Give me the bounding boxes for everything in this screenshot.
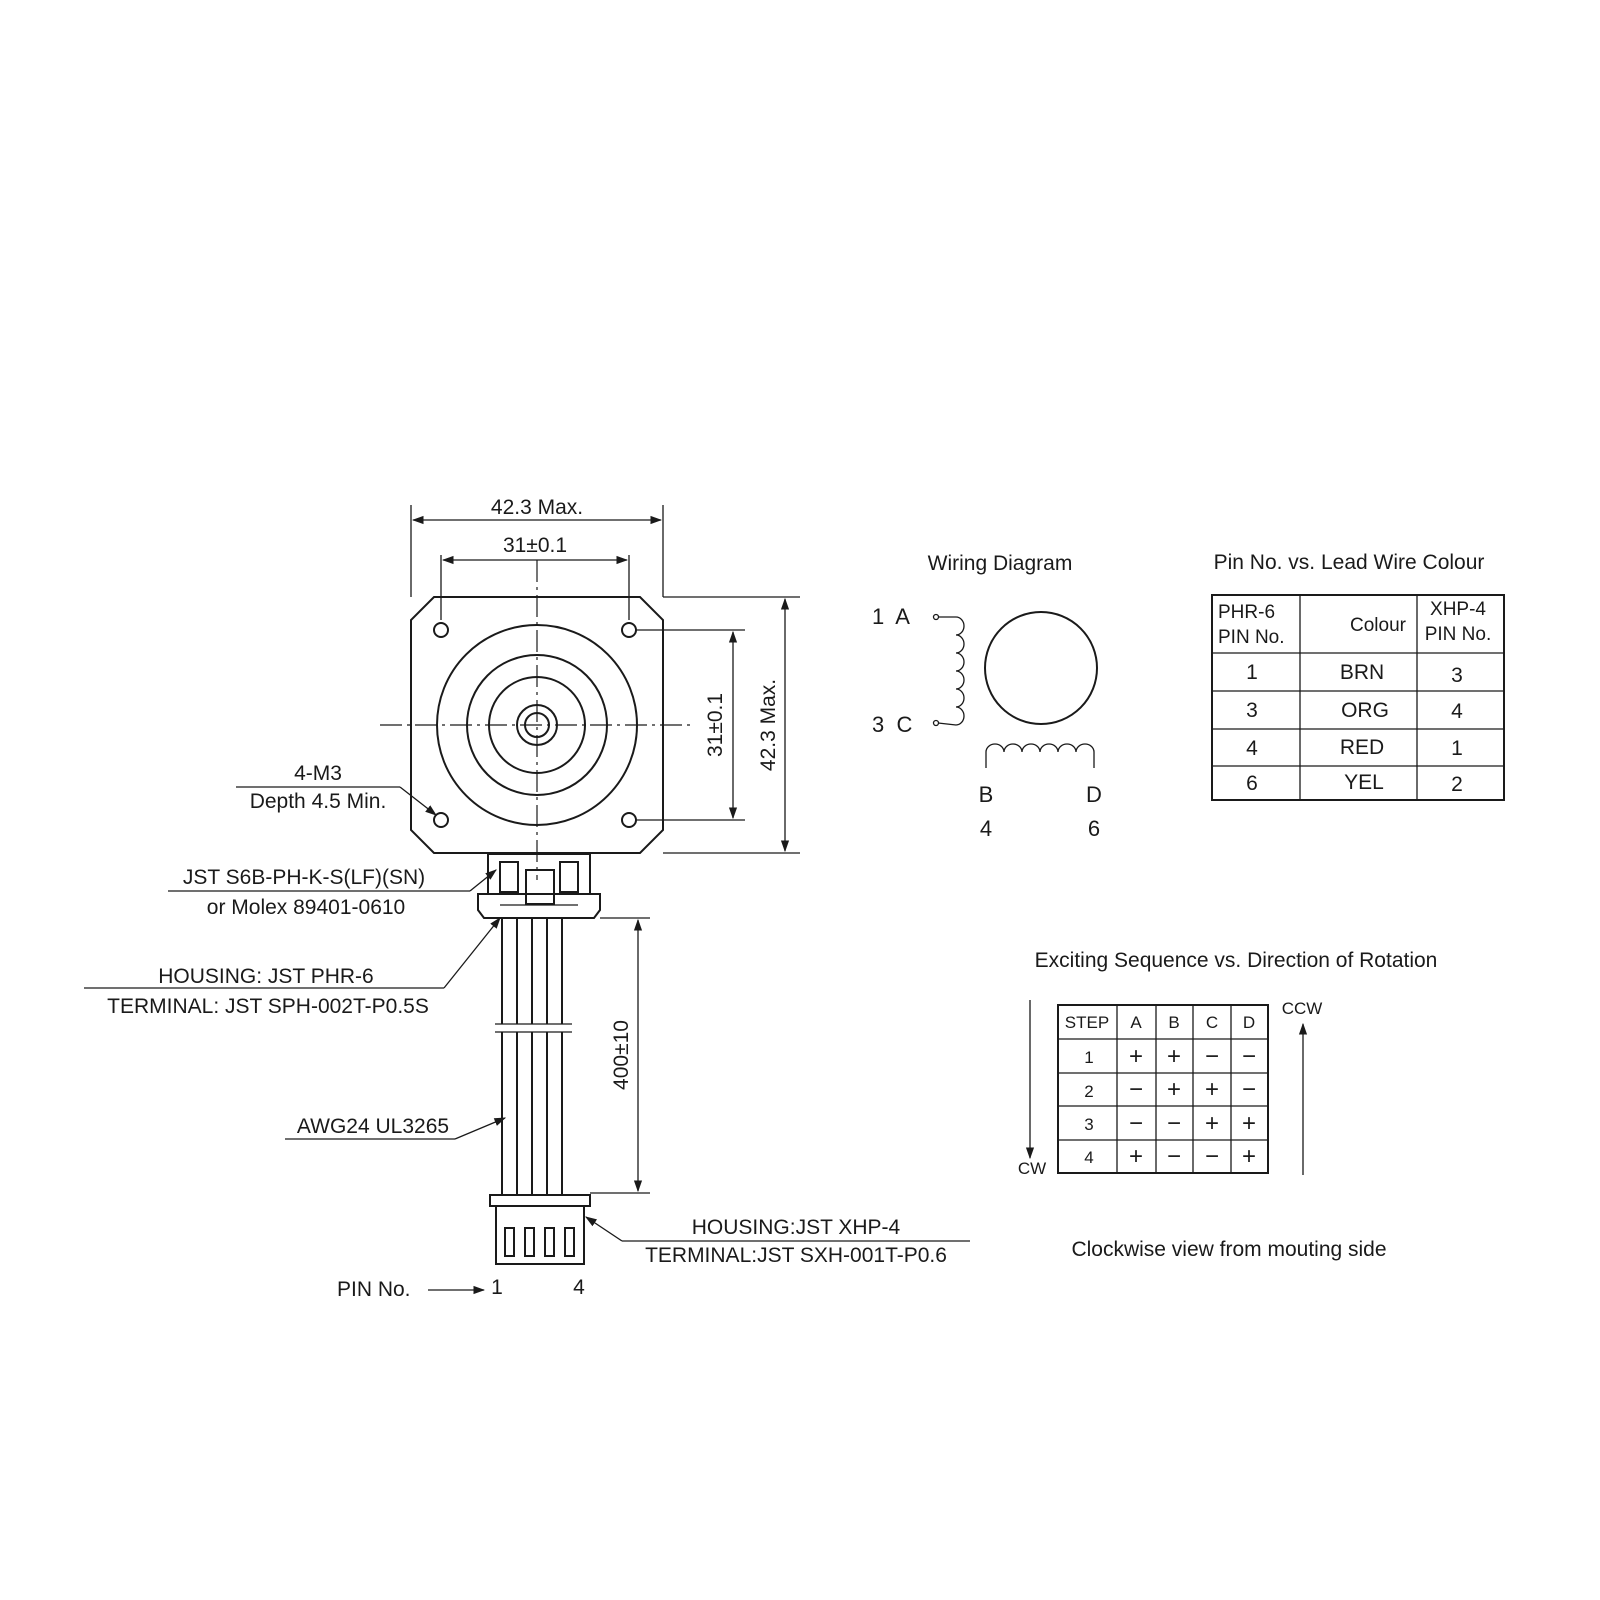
sequence-header-d: D: [1243, 1013, 1255, 1032]
pin-table-header-phr6-line2: PIN No.: [1218, 627, 1285, 648]
dimension-lead-length-label: 400±10: [610, 1020, 633, 1090]
pin-last-number: 4: [573, 1276, 585, 1299]
dimension-height-max: 42.3 Max.: [663, 596, 800, 854]
cw-label: CW: [1018, 1159, 1046, 1178]
dimension-width-max-label: 42.3 Max.: [491, 496, 583, 519]
dimension-width-max: 42.3 Max.: [410, 496, 664, 597]
dimension-hole-spacing-horizontal: 31±0.1: [440, 534, 630, 620]
pin-numbering-label: PIN No.: [337, 1278, 411, 1301]
pin-colour-table-title: Pin No. vs. Lead Wire Colour: [1214, 551, 1485, 574]
sequence-step-number: 3: [1084, 1115, 1093, 1134]
sequence-polarity: +: [1129, 1043, 1143, 1070]
sequence-polarity: +: [1242, 1110, 1256, 1137]
dimension-hole-spacing-vertical-label: 31±0.1: [704, 693, 727, 757]
sequence-polarity: −: [1242, 1043, 1256, 1070]
pin-table-header-xhp4-line2: PIN No.: [1425, 624, 1492, 645]
callout-mount-holes-line2: Depth 4.5 Min.: [250, 790, 387, 813]
sequence-step-number: 1: [1084, 1048, 1093, 1067]
pin-colour-table: Pin No. vs. Lead Wire Colour PHR-6 PIN N…: [1211, 551, 1505, 801]
wiring-coil-ac: [937, 616, 965, 726]
pin-table-cell: 3: [1451, 664, 1463, 687]
mount-hole-top-left: [433, 622, 449, 638]
sequence-footnote: Clockwise view from mouting side: [1071, 1238, 1386, 1261]
wiring-terminal-4: 4: [980, 816, 992, 841]
sequence-polarity: −: [1242, 1076, 1256, 1103]
wiring-rotor: [984, 611, 1098, 725]
wiring-terminal-b: B: [979, 782, 994, 807]
callout-housing-xhp4-line1: HOUSING:JST XHP-4: [692, 1216, 901, 1239]
pin-table-cell: 2: [1451, 773, 1463, 796]
exciting-sequence-title: Exciting Sequence vs. Direction of Rotat…: [1035, 949, 1438, 972]
mount-hole-bottom-right: [621, 812, 637, 828]
sequence-polarity: +: [1129, 1143, 1143, 1170]
callout-motor-connector-line2: or Molex 89401-0610: [207, 896, 405, 919]
sequence-polarity: +: [1167, 1076, 1181, 1103]
callout-motor-connector: JST S6B-PH-K-S(LF)(SN) or Molex 89401-06…: [168, 866, 497, 919]
pin-table-cell: BRN: [1340, 661, 1384, 684]
sequence-polarity: +: [1167, 1043, 1181, 1070]
sequence-polarity: −: [1167, 1110, 1181, 1137]
pin-table-header-xhp4-line1: XHP-4: [1430, 599, 1486, 620]
callout-housing-xhp4-line2: TERMINAL:JST SXH-001T-P0.6: [645, 1244, 947, 1267]
callout-mount-holes-line1: 4-M3: [294, 762, 342, 785]
wiring-terminal-d: D: [1086, 782, 1102, 807]
mount-hole-bottom-left: [433, 812, 449, 828]
pin-table-cell: 4: [1451, 700, 1463, 723]
motor-flange-outline: [410, 596, 664, 854]
pin-table-cell: 4: [1246, 737, 1258, 760]
callout-wire-spec-label: AWG24 UL3265: [297, 1115, 449, 1138]
sequence-header-c: C: [1206, 1013, 1218, 1032]
sequence-polarity: −: [1129, 1110, 1143, 1137]
sequence-header-b: B: [1168, 1013, 1179, 1032]
sequence-polarity: +: [1205, 1110, 1219, 1137]
dimension-hole-spacing-horizontal-label: 31±0.1: [503, 534, 567, 557]
motor-front-view: [380, 560, 695, 880]
pin-table-header-colour: Colour: [1350, 615, 1407, 636]
pin-table-cell: RED: [1340, 736, 1384, 759]
wiring-terminal-6: 6: [1088, 816, 1100, 841]
sequence-polarity: +: [1242, 1143, 1256, 1170]
sequence-header-a: A: [1130, 1013, 1142, 1032]
callout-wire-spec: AWG24 UL3265: [285, 1115, 507, 1140]
wiring-terminal-1a: 1 A: [872, 604, 910, 629]
pin-first-number: 1: [491, 1276, 503, 1299]
sequence-polarity: −: [1167, 1143, 1181, 1170]
sequence-step-number: 4: [1084, 1148, 1093, 1167]
lead-wire-bundle: [495, 918, 572, 1195]
dimension-hole-spacing-vertical: 31±0.1: [636, 629, 745, 821]
exciting-sequence: Exciting Sequence vs. Direction of Rotat…: [1018, 949, 1438, 1261]
pin-table-cell: 1: [1451, 737, 1463, 760]
callout-motor-connector-line1: JST S6B-PH-K-S(LF)(SN): [183, 866, 425, 889]
pin-table-cell: 1: [1246, 661, 1258, 684]
pin-numbering: PIN No. 1 4: [337, 1276, 585, 1301]
dimension-lead-length: 400±10: [590, 917, 650, 1194]
callout-housing-xhp4: HOUSING:JST XHP-4 TERMINAL:JST SXH-001T-…: [585, 1216, 970, 1267]
xhp4-connector: [489, 1194, 591, 1265]
callout-housing-phr6-line1: HOUSING: JST PHR-6: [158, 965, 373, 988]
sequence-polarity: −: [1205, 1143, 1219, 1170]
pin-table-cell: 6: [1246, 772, 1258, 795]
pin-table-header-phr6-line1: PHR-6: [1218, 602, 1275, 623]
wiring-coil-bd: [985, 743, 1095, 768]
wiring-diagram-title: Wiring Diagram: [928, 552, 1073, 575]
pin-table-cell: ORG: [1341, 699, 1389, 722]
sequence-header-step: STEP: [1065, 1013, 1109, 1032]
dimension-height-max-label: 42.3 Max.: [757, 679, 780, 771]
mount-hole-top-right: [621, 622, 637, 638]
pin-table-cell: 3: [1246, 699, 1258, 722]
wiring-terminal-3c: 3 C: [872, 712, 912, 737]
callout-housing-phr6: HOUSING: JST PHR-6 TERMINAL: JST SPH-002…: [84, 917, 501, 1018]
callout-mount-holes: 4-M3 Depth 4.5 Min.: [236, 762, 437, 816]
sequence-polarity: +: [1205, 1076, 1219, 1103]
sequence-step-number: 2: [1084, 1082, 1093, 1101]
ccw-label: CCW: [1282, 999, 1323, 1018]
sequence-polarity: −: [1205, 1043, 1219, 1070]
motor-side-connector: [477, 853, 601, 919]
wiring-diagram: Wiring Diagram 1 A 3 C B D 4 6: [872, 552, 1102, 841]
callout-housing-phr6-line2: TERMINAL: JST SPH-002T-P0.5S: [107, 995, 429, 1018]
sequence-polarity: −: [1129, 1076, 1143, 1103]
pin-table-cell: YEL: [1344, 771, 1384, 794]
